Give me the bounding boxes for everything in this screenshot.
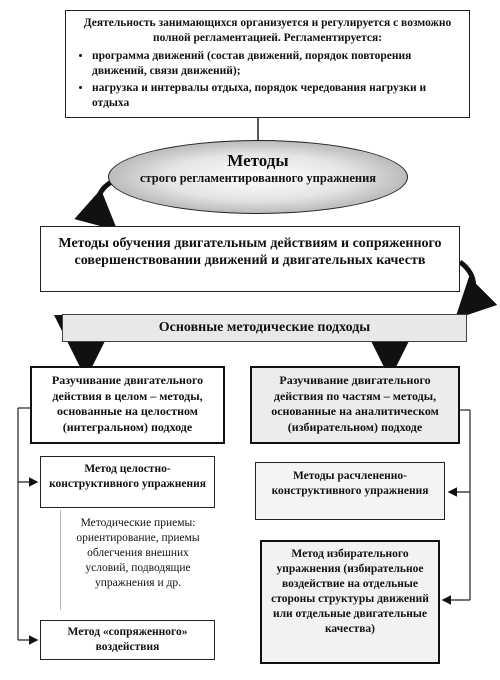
- conjugate-method-box: Метод «сопряженного» воздействия: [40, 620, 215, 660]
- selective-exercise-method-box: Метод избирательного упражнения (избират…: [260, 540, 440, 664]
- regulation-item: нагрузка и интервалы отдыха, порядок чер…: [92, 81, 459, 111]
- regulation-intro: Деятельность занимающихся организуется и…: [83, 17, 452, 44]
- ellipse-subtitle: строго регламентированного упражнения: [139, 171, 377, 185]
- regulation-list: программа движений (состав движений, пор…: [76, 49, 459, 111]
- holistic-approach-box: Разучивание двигательного действия в цел…: [30, 366, 225, 444]
- methods-ellipse: Методы строго регламентированного упражн…: [108, 140, 408, 214]
- analytic-approach-box: Разучивание двигательного действия по ча…: [250, 366, 460, 444]
- regulation-item: программа движений (состав движений, пор…: [92, 49, 459, 79]
- curved-arrow-right: [454, 259, 498, 320]
- dissected-constructive-method-box: Методы расчлененно-конструктивного упраж…: [255, 462, 445, 520]
- regulation-box: Деятельность занимающихся организуется и…: [65, 10, 470, 118]
- approaches-band: Основные методические подходы: [62, 314, 467, 342]
- ellipse-title: Методы: [227, 151, 289, 170]
- teaching-methods-box: Методы обучения двигательным действиям и…: [40, 226, 460, 292]
- holistic-constructive-method-box: Метод целостно-конструктивного упражнени…: [40, 456, 215, 508]
- methodical-techniques-box: Методические приемы: ориентирование, при…: [60, 510, 215, 610]
